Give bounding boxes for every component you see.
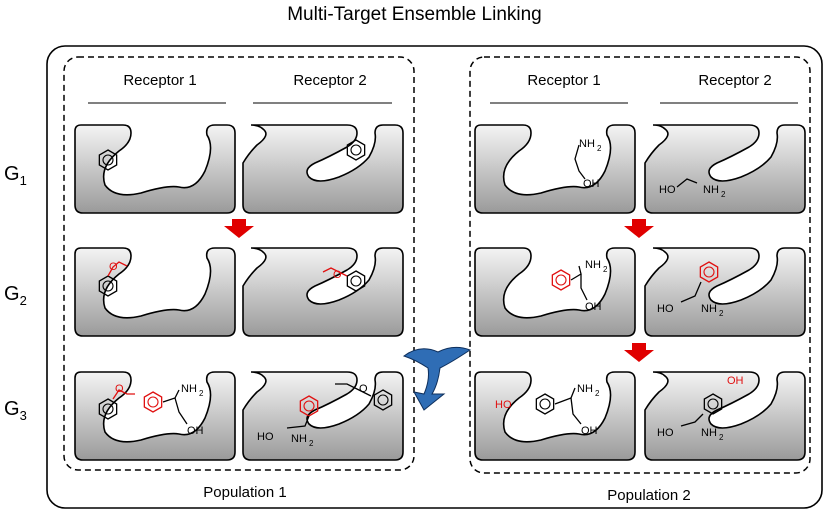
svg-text:2: 2	[597, 144, 602, 153]
svg-text:OH: OH	[583, 178, 600, 190]
svg-text:2: 2	[603, 265, 608, 274]
svg-text:HO: HO	[495, 399, 512, 411]
svg-text:HO: HO	[657, 427, 674, 439]
generation-label-g2: G2	[4, 283, 27, 308]
pop1-receptor1-header: Receptor 1	[123, 72, 197, 89]
svg-text:O: O	[359, 383, 368, 395]
population-1-box	[63, 56, 415, 471]
pop2-arrow-g2-g3	[624, 343, 654, 362]
pop2-receptor2-header: Receptor 2	[698, 72, 772, 89]
pop1-g2-receptor1-pocket: O	[74, 247, 236, 337]
svg-text:NH: NH	[181, 383, 197, 395]
pop1-receptor2-header: Receptor 2	[293, 72, 367, 89]
svg-text:NH: NH	[703, 184, 719, 196]
svg-text:O: O	[115, 383, 124, 395]
pop2-g2-receptor1-pocket: NH 2 OH	[474, 247, 636, 337]
svg-text:OH: OH	[727, 375, 744, 387]
svg-text:2: 2	[309, 439, 314, 448]
svg-text:2: 2	[595, 389, 600, 398]
pop2-g3-receptor1-pocket: HO NH 2 OH	[474, 371, 636, 461]
pop2-g1-receptor2-pocket: HO NH 2	[644, 124, 806, 214]
pop1-g1-receptor2-pocket	[242, 124, 404, 214]
svg-text:HO: HO	[657, 303, 674, 315]
svg-text:2: 2	[719, 433, 724, 442]
pop1-arrow-g1-g2	[224, 219, 254, 238]
svg-text:NH: NH	[701, 303, 717, 315]
generation-label-g3: G3	[4, 398, 27, 423]
svg-text:OH: OH	[581, 425, 598, 437]
pop1-g3-receptor2-pocket: O HO NH 2	[242, 371, 404, 461]
svg-text:2: 2	[721, 190, 726, 199]
population-2-label: Population 2	[607, 487, 691, 504]
pop2-g2-receptor2-pocket: HO NH 2	[644, 247, 806, 337]
svg-text:2: 2	[199, 389, 204, 398]
pop1-g1-receptor1-pocket	[74, 124, 236, 214]
pop2-arrow-g1-g2	[624, 219, 654, 238]
pop1-g2-receptor2-pocket: O	[242, 247, 404, 337]
generation-label-g1: G1	[4, 163, 27, 188]
svg-text:OH: OH	[585, 301, 602, 313]
population-2-box	[469, 56, 811, 474]
population-1-label: Population 1	[203, 484, 287, 501]
svg-text:NH: NH	[579, 138, 595, 150]
svg-text:NH: NH	[701, 427, 717, 439]
svg-text:HO: HO	[659, 184, 676, 196]
outer-frame	[46, 45, 823, 509]
exchange-arrow-icon	[402, 346, 472, 411]
svg-text:O: O	[109, 261, 118, 273]
pop2-g3-receptor2-pocket: OH HO NH 2	[644, 371, 806, 461]
svg-text:NH: NH	[291, 433, 307, 445]
svg-text:HO: HO	[257, 431, 274, 443]
svg-text:2: 2	[719, 309, 724, 318]
figure-title: Multi-Target Ensemble Linking	[287, 4, 542, 25]
pop1-g3-receptor1-pocket: O NH 2 OH	[74, 371, 236, 461]
svg-text:O: O	[333, 269, 342, 281]
svg-text:NH: NH	[585, 259, 601, 271]
pop2-g1-receptor1-pocket: NH 2 OH	[474, 124, 636, 214]
svg-text:NH: NH	[577, 383, 593, 395]
pop2-receptor1-header: Receptor 1	[527, 72, 601, 89]
svg-text:OH: OH	[187, 425, 204, 437]
